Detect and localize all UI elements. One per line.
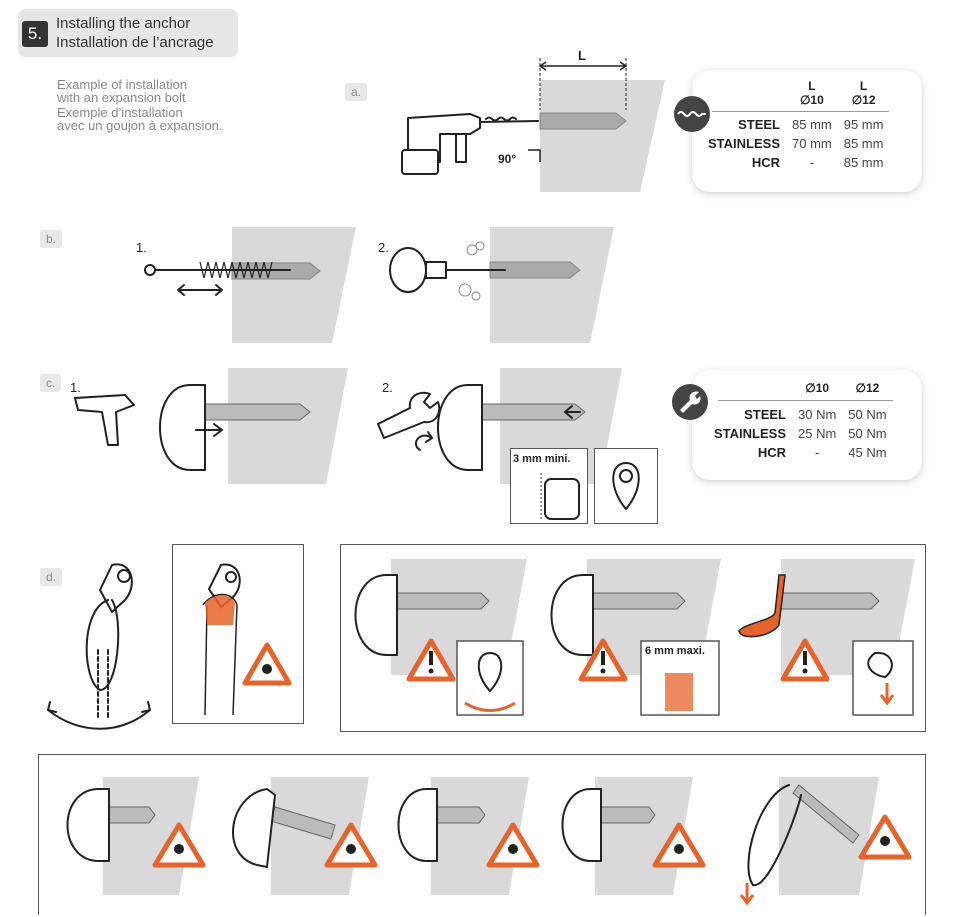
wrench-tool [377,391,441,439]
section-title-en: Installing the anchor [56,15,191,32]
step-b-sub1: 1. [136,240,147,255]
blower-icon [389,241,506,301]
intro-text: Example of installation with an expansio… [57,78,223,132]
section-header: 5. Installing the anchor Installation de… [18,9,238,57]
step-label-a: a. [345,83,368,101]
min-protrusion-label: 3 mm mini. [513,453,571,465]
depth-table-card [692,70,922,192]
torque-col2-header: ∅12 [855,381,880,395]
depth-row-hcr: HCR-85 mm [751,155,884,170]
sling-frame [172,544,304,724]
drill-bit-icon [674,96,710,132]
intro-fr-line1: Exemple d’installation [57,105,183,120]
drill-icon [401,113,539,175]
step-b-sub2: 2. [378,240,389,255]
depth-col1-header: L∅10 [799,79,824,107]
angle-label-90: 90° [498,152,517,166]
torque-col1-header: ∅10 [805,381,830,395]
torque-table-card [692,370,922,480]
drilled-hole-a [539,112,627,130]
depth-col2-header: L∅12 [851,79,876,107]
danger-panel [38,754,926,915]
brush-icon [144,261,291,279]
step-label-b: b. [40,230,63,248]
wall-a [540,80,665,192]
hammer-icon [74,394,135,446]
step-label-d: d. [40,568,63,586]
min-protrusion-frame: 3 mm mini. [510,448,588,524]
drilled-hole-b2 [489,261,581,279]
wall-b1 [232,227,356,343]
misuse-frame: 6 mm maxi. [340,544,926,732]
torque-row-hcr: HCR-45 Nm [757,445,887,460]
wall-c1 [228,368,348,484]
intro-en-line2: with an expansion bolt [57,90,186,105]
hanger-c2 [437,384,483,471]
hanger-c1 [159,384,206,471]
step-c-sub2: 2. [382,380,393,395]
wrench-icon [672,384,708,420]
hanger-orientation-frame [594,448,658,524]
carabiner-d1 [85,599,120,691]
dimension-label-l: L [578,48,586,63]
step-c-sub1: 1. [70,380,81,395]
wall-b2 [490,227,614,343]
max-protrusion-label: 6 mm maxi. [645,645,705,657]
intro-en-line1: Example of installation [57,77,188,92]
intro-fr-line2: avec un goujon à expansion. [57,118,223,133]
step-number-badge: 5. [22,21,48,47]
swing-arrow [47,701,151,730]
section-title-fr: Installation de l’ancrage [56,34,214,51]
step-label-c: c. [40,374,62,392]
